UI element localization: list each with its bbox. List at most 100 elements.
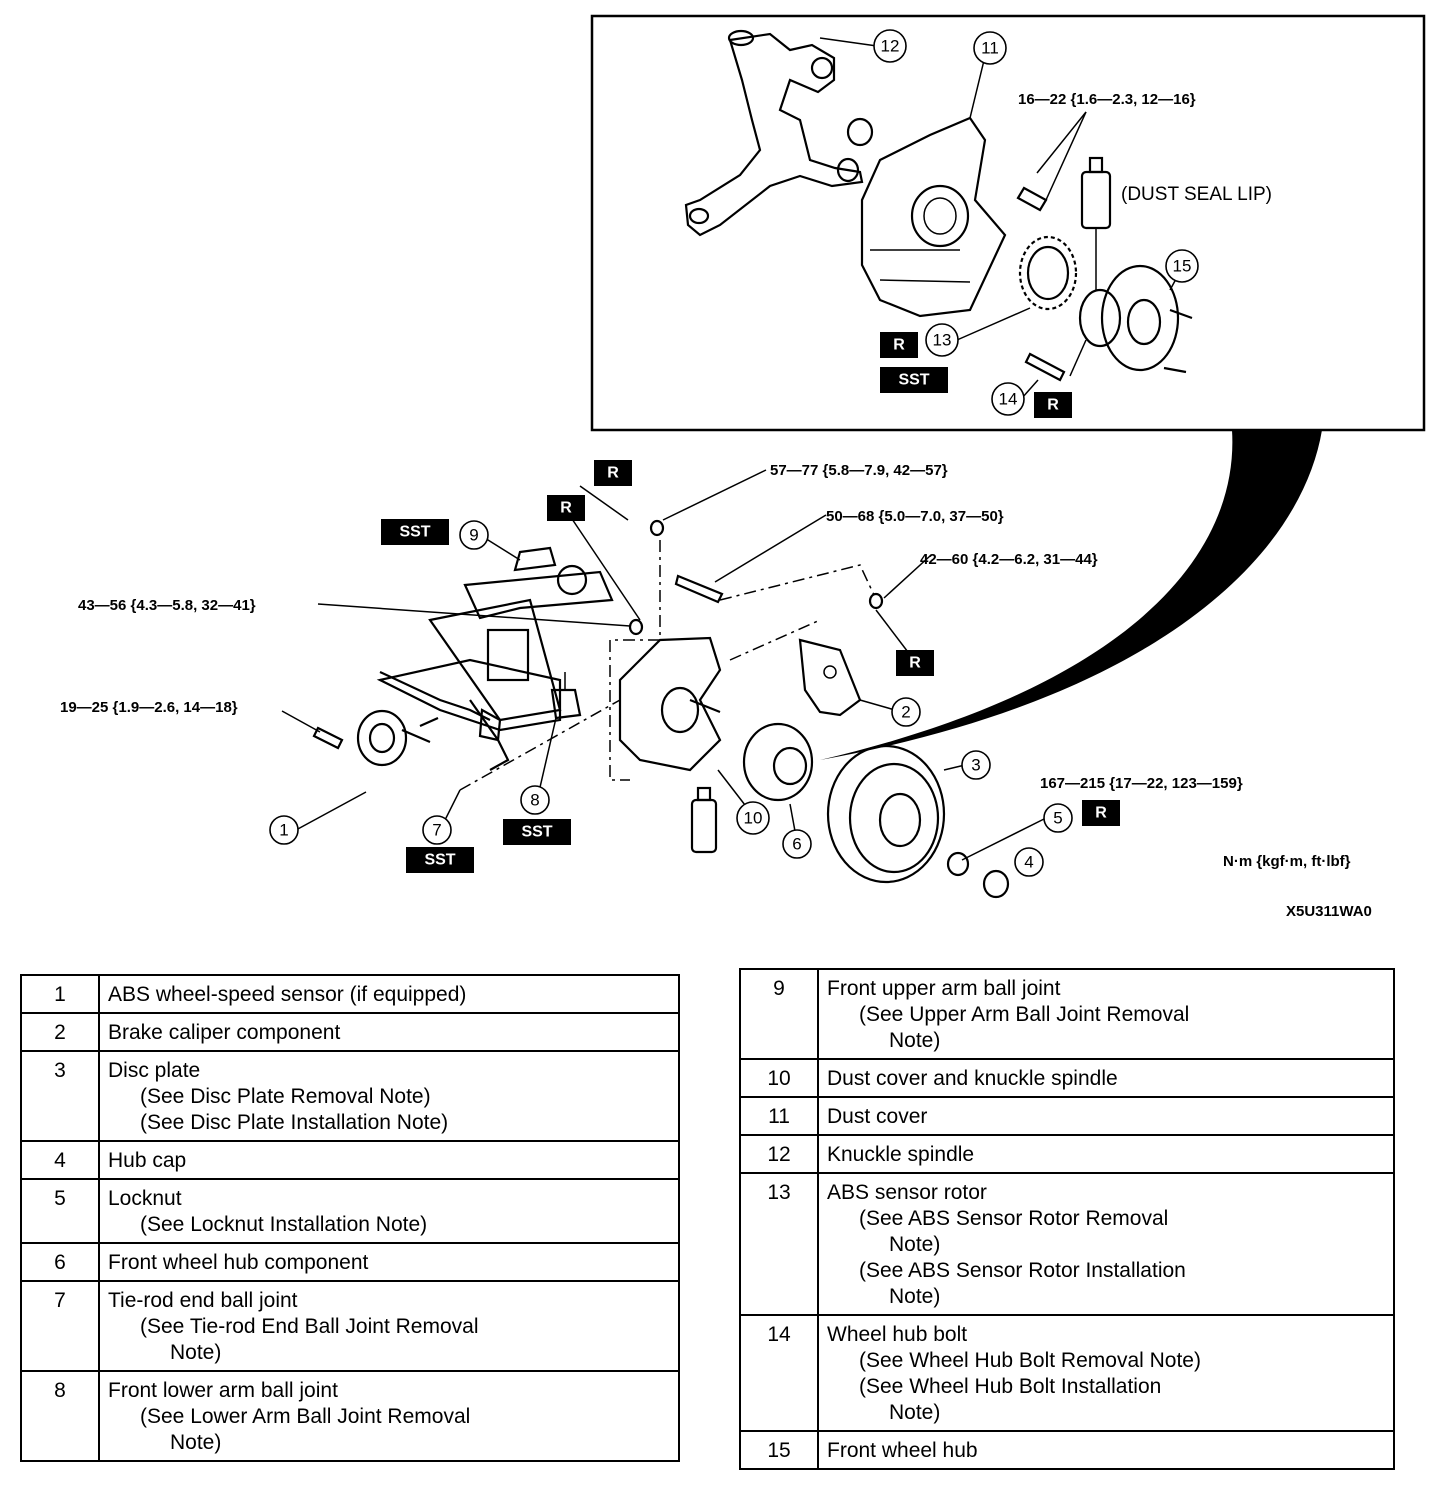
legend-number: 12	[739, 1134, 819, 1174]
legend-note: (See Disc Plate Installation Note)	[140, 1111, 449, 1134]
legend-title: Front wheel hub component	[108, 1251, 369, 1274]
torque-spec-57-77: 57—77 {5.8—7.9, 42—57}	[770, 462, 948, 479]
legend-note: (See Wheel Hub Bolt Removal Note)	[859, 1349, 1201, 1372]
svg-text:13: 13	[933, 331, 952, 350]
legend-number: 13	[739, 1172, 819, 1316]
svg-text:R: R	[1047, 397, 1059, 414]
legend-number: 6	[20, 1242, 100, 1282]
legend-title: ABS wheel-speed sensor (if equipped)	[108, 983, 467, 1006]
legend-title: Locknut	[108, 1187, 182, 1210]
legend-note: Note)	[170, 1431, 222, 1454]
svg-text:2: 2	[901, 703, 910, 722]
legend-title: Front lower arm ball joint	[108, 1379, 338, 1402]
legend-row: 3 Disc plate (See Disc Plate Removal Not…	[20, 1050, 680, 1142]
svg-text:10: 10	[744, 809, 763, 828]
callout-9: 9	[459, 520, 489, 550]
torque-spec-167-215: 167—215 {17—22, 123—159}	[1040, 775, 1243, 792]
legend-row: 8 Front lower arm ball joint (See Lower …	[20, 1370, 680, 1462]
tag-r-42-60: R	[896, 650, 934, 676]
legend-row: 2 Brake caliper component	[20, 1012, 680, 1052]
legend-number: 5	[20, 1178, 100, 1244]
callout-10: 10	[736, 801, 770, 835]
legend-note: Note)	[889, 1029, 941, 1052]
svg-text:SST: SST	[399, 524, 430, 541]
assembly-line-c	[729, 619, 821, 661]
svg-text:9: 9	[469, 526, 478, 545]
dust-cover-11	[860, 116, 1007, 318]
torque-spec-42-60: 42—60 {4.2—6.2, 31—44}	[920, 551, 1098, 568]
tie-rod-end-7	[379, 671, 502, 742]
legend-title: Dust cover	[827, 1105, 928, 1128]
legend-note: (See ABS Sensor Rotor Removal	[859, 1207, 1169, 1230]
front-wheel-hub-15	[1078, 264, 1193, 374]
tag-r-43-56: R	[547, 495, 585, 521]
legend-title: Brake caliper component	[108, 1021, 341, 1044]
legend-row: 10 Dust cover and knuckle spindle	[739, 1058, 1395, 1098]
locknut-5	[946, 851, 970, 877]
assembly-line-b	[719, 564, 875, 601]
legend-number: 2	[20, 1012, 100, 1052]
legend-row: 13 ABS sensor rotor (See ABS Sensor Roto…	[739, 1172, 1395, 1316]
lower-arm-assembly	[376, 628, 562, 771]
legend-title: Front wheel hub	[827, 1439, 978, 1462]
legend-note: Note)	[889, 1285, 941, 1308]
legend-number: 4	[20, 1140, 100, 1180]
legend-note: (See Wheel Hub Bolt Installation	[859, 1375, 1162, 1398]
legend-row: 11 Dust cover	[739, 1096, 1395, 1136]
legend-number: 11	[739, 1096, 819, 1136]
legend-note: (See Upper Arm Ball Joint Removal	[859, 1003, 1190, 1026]
tag-r-14: R	[1034, 392, 1072, 418]
wheel-hub-bolt-14	[1024, 339, 1087, 382]
tag-r-13: R	[880, 332, 918, 358]
callout-11: 11	[973, 31, 1007, 65]
torque-spec-19-25: 19—25 {1.9—2.6, 14—18}	[60, 699, 238, 716]
legend-row: 1 ABS wheel-speed sensor (if equipped)	[20, 974, 680, 1014]
legend-note: (See Tie-rod End Ball Joint Removal	[140, 1315, 479, 1338]
callout-5: 5	[1043, 803, 1073, 833]
brake-caliper-2	[798, 638, 862, 717]
svg-text:SST: SST	[521, 824, 552, 841]
legend-title: Wheel hub bolt	[827, 1323, 968, 1346]
tag-r-57-77: R	[594, 460, 632, 486]
svg-text:R: R	[893, 337, 905, 354]
callout-13: 13	[925, 323, 959, 357]
parts-legend-left: 1 ABS wheel-speed sensor (if equipped) 2…	[20, 974, 680, 1462]
legend-title: Tie-rod end ball joint	[108, 1289, 298, 1312]
upper-arm-assembly	[428, 546, 614, 722]
inset-connector-sweep	[820, 430, 1322, 760]
callout-1: 1	[269, 815, 299, 845]
inset-frame	[590, 14, 1426, 432]
nut-43-56	[628, 618, 644, 636]
abs-sensor-1	[312, 709, 439, 767]
svg-text:1: 1	[279, 821, 288, 840]
svg-text:8: 8	[530, 791, 539, 810]
svg-text:5: 5	[1053, 809, 1062, 828]
svg-text:R: R	[607, 465, 619, 482]
legend-row: 6 Front wheel hub component	[20, 1242, 680, 1282]
tag-r-167-215: R	[1082, 800, 1120, 826]
disc-plate-3	[826, 744, 946, 884]
nut-42-60	[868, 592, 884, 610]
callout-3: 3	[961, 750, 991, 780]
dust-cover-bolt	[1016, 111, 1087, 212]
legend-number: 10	[739, 1058, 819, 1098]
legend-note: Note)	[889, 1233, 941, 1256]
legend-number: 3	[20, 1050, 100, 1142]
callout-4: 4	[1014, 847, 1044, 877]
callout-8: 8	[520, 785, 550, 815]
units-note: N·m {kgf·m, ft·lbf}	[1223, 853, 1351, 870]
legend-row: 15 Front wheel hub	[739, 1430, 1395, 1470]
figure-code: X5U311WA0	[1286, 903, 1372, 920]
grease-tube-top	[1080, 156, 1112, 290]
grease-tube-bottom	[690, 786, 718, 854]
legend-title: ABS sensor rotor	[827, 1181, 987, 1204]
dust-seal-lip-note: (DUST SEAL LIP)	[1121, 184, 1272, 205]
knuckle-spindle-12	[684, 29, 874, 237]
svg-text:R: R	[1095, 805, 1107, 822]
svg-text:14: 14	[999, 390, 1018, 409]
tag-sst-8: SST	[503, 819, 571, 845]
legend-number: 15	[739, 1430, 819, 1470]
svg-text:SST: SST	[898, 372, 929, 389]
wheel-hub-component-6	[742, 722, 814, 802]
legend-row: 4 Hub cap	[20, 1140, 680, 1180]
